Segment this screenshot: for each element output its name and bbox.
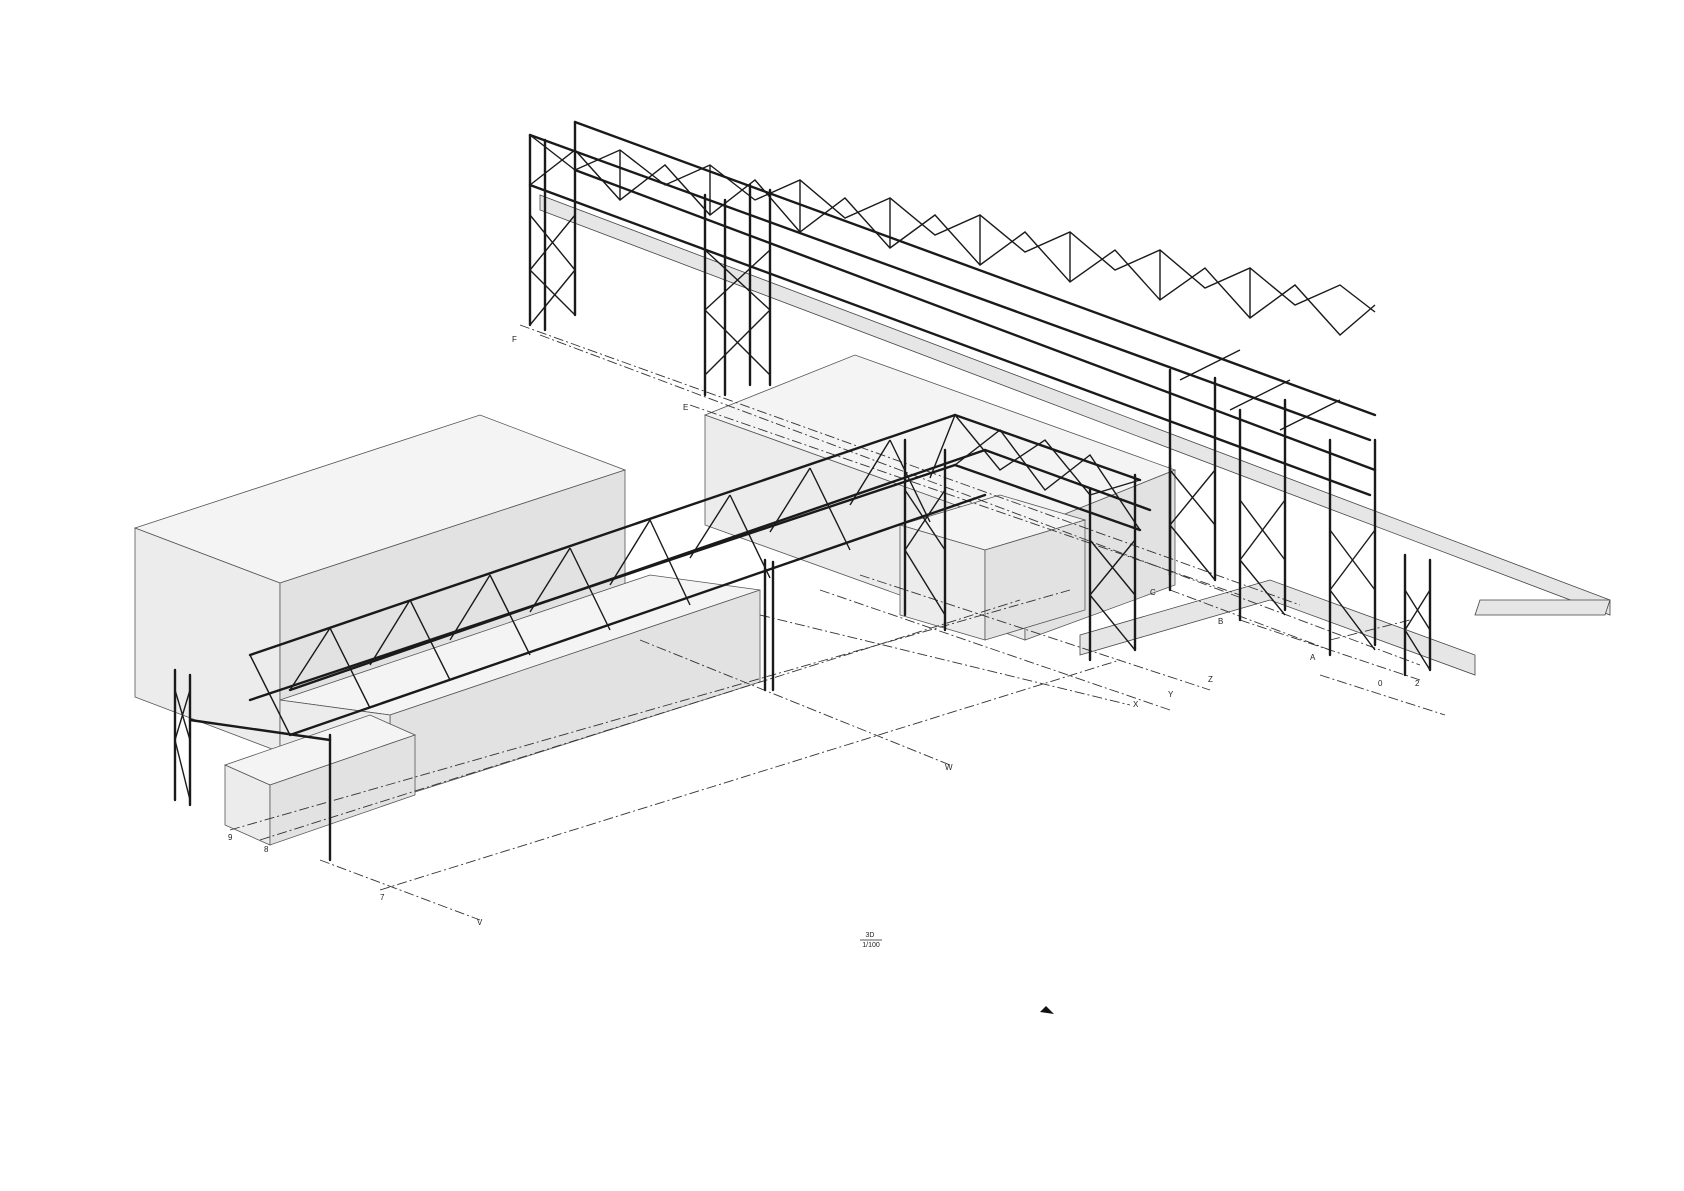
grid-label-W: W	[945, 763, 953, 772]
tower-B	[1238, 398, 1287, 622]
grid-label-C: C	[1150, 588, 1156, 597]
tower-A	[1328, 438, 1377, 657]
tower-F	[528, 120, 577, 332]
building-small-front	[223, 714, 417, 846]
view-title-scale: 1/100	[862, 942, 880, 949]
post-W	[763, 558, 775, 692]
upper-truss-bridge	[528, 120, 1377, 497]
lower-ground-beam	[1079, 579, 1476, 676]
upper-truss-diagonals	[529, 134, 1376, 431]
north-arrow-icon	[1040, 1006, 1054, 1014]
grid-label-F: F	[512, 335, 517, 344]
grid-label-X: X	[1133, 700, 1139, 709]
portal-frame-9	[173, 668, 332, 807]
tower-C	[1168, 368, 1217, 592]
grid-label-E: E	[683, 403, 688, 412]
upper-duct-beam	[539, 194, 1611, 616]
grid-label-set: F E C B A 0 2 Z Y X W V 7 8 9	[228, 335, 1420, 927]
tower-E	[703, 183, 772, 397]
lower-truss-diagonals	[249, 414, 956, 736]
grid-label-A: A	[1310, 653, 1316, 662]
grid-label-0: 0	[1378, 679, 1383, 688]
tower-0-2	[1403, 553, 1432, 677]
lower-truss-bridge	[248, 413, 1152, 737]
grid-label-2: 2	[1415, 679, 1420, 688]
tower-X-right	[1088, 473, 1137, 662]
view-title-block: 3D 1/100	[860, 932, 882, 949]
grid-label-8: 8	[264, 845, 269, 854]
grid-label-Y: Y	[1168, 690, 1174, 699]
grid-label-Z: Z	[1208, 675, 1213, 684]
grid-label-9: 9	[228, 833, 233, 842]
grid-label-V: V	[477, 918, 483, 927]
grid-label-B: B	[1218, 617, 1223, 626]
building-center-block	[898, 494, 1087, 641]
tower-X-left	[903, 438, 947, 632]
view-title-name: 3D	[866, 932, 875, 939]
grid-label-7: 7	[380, 893, 385, 902]
